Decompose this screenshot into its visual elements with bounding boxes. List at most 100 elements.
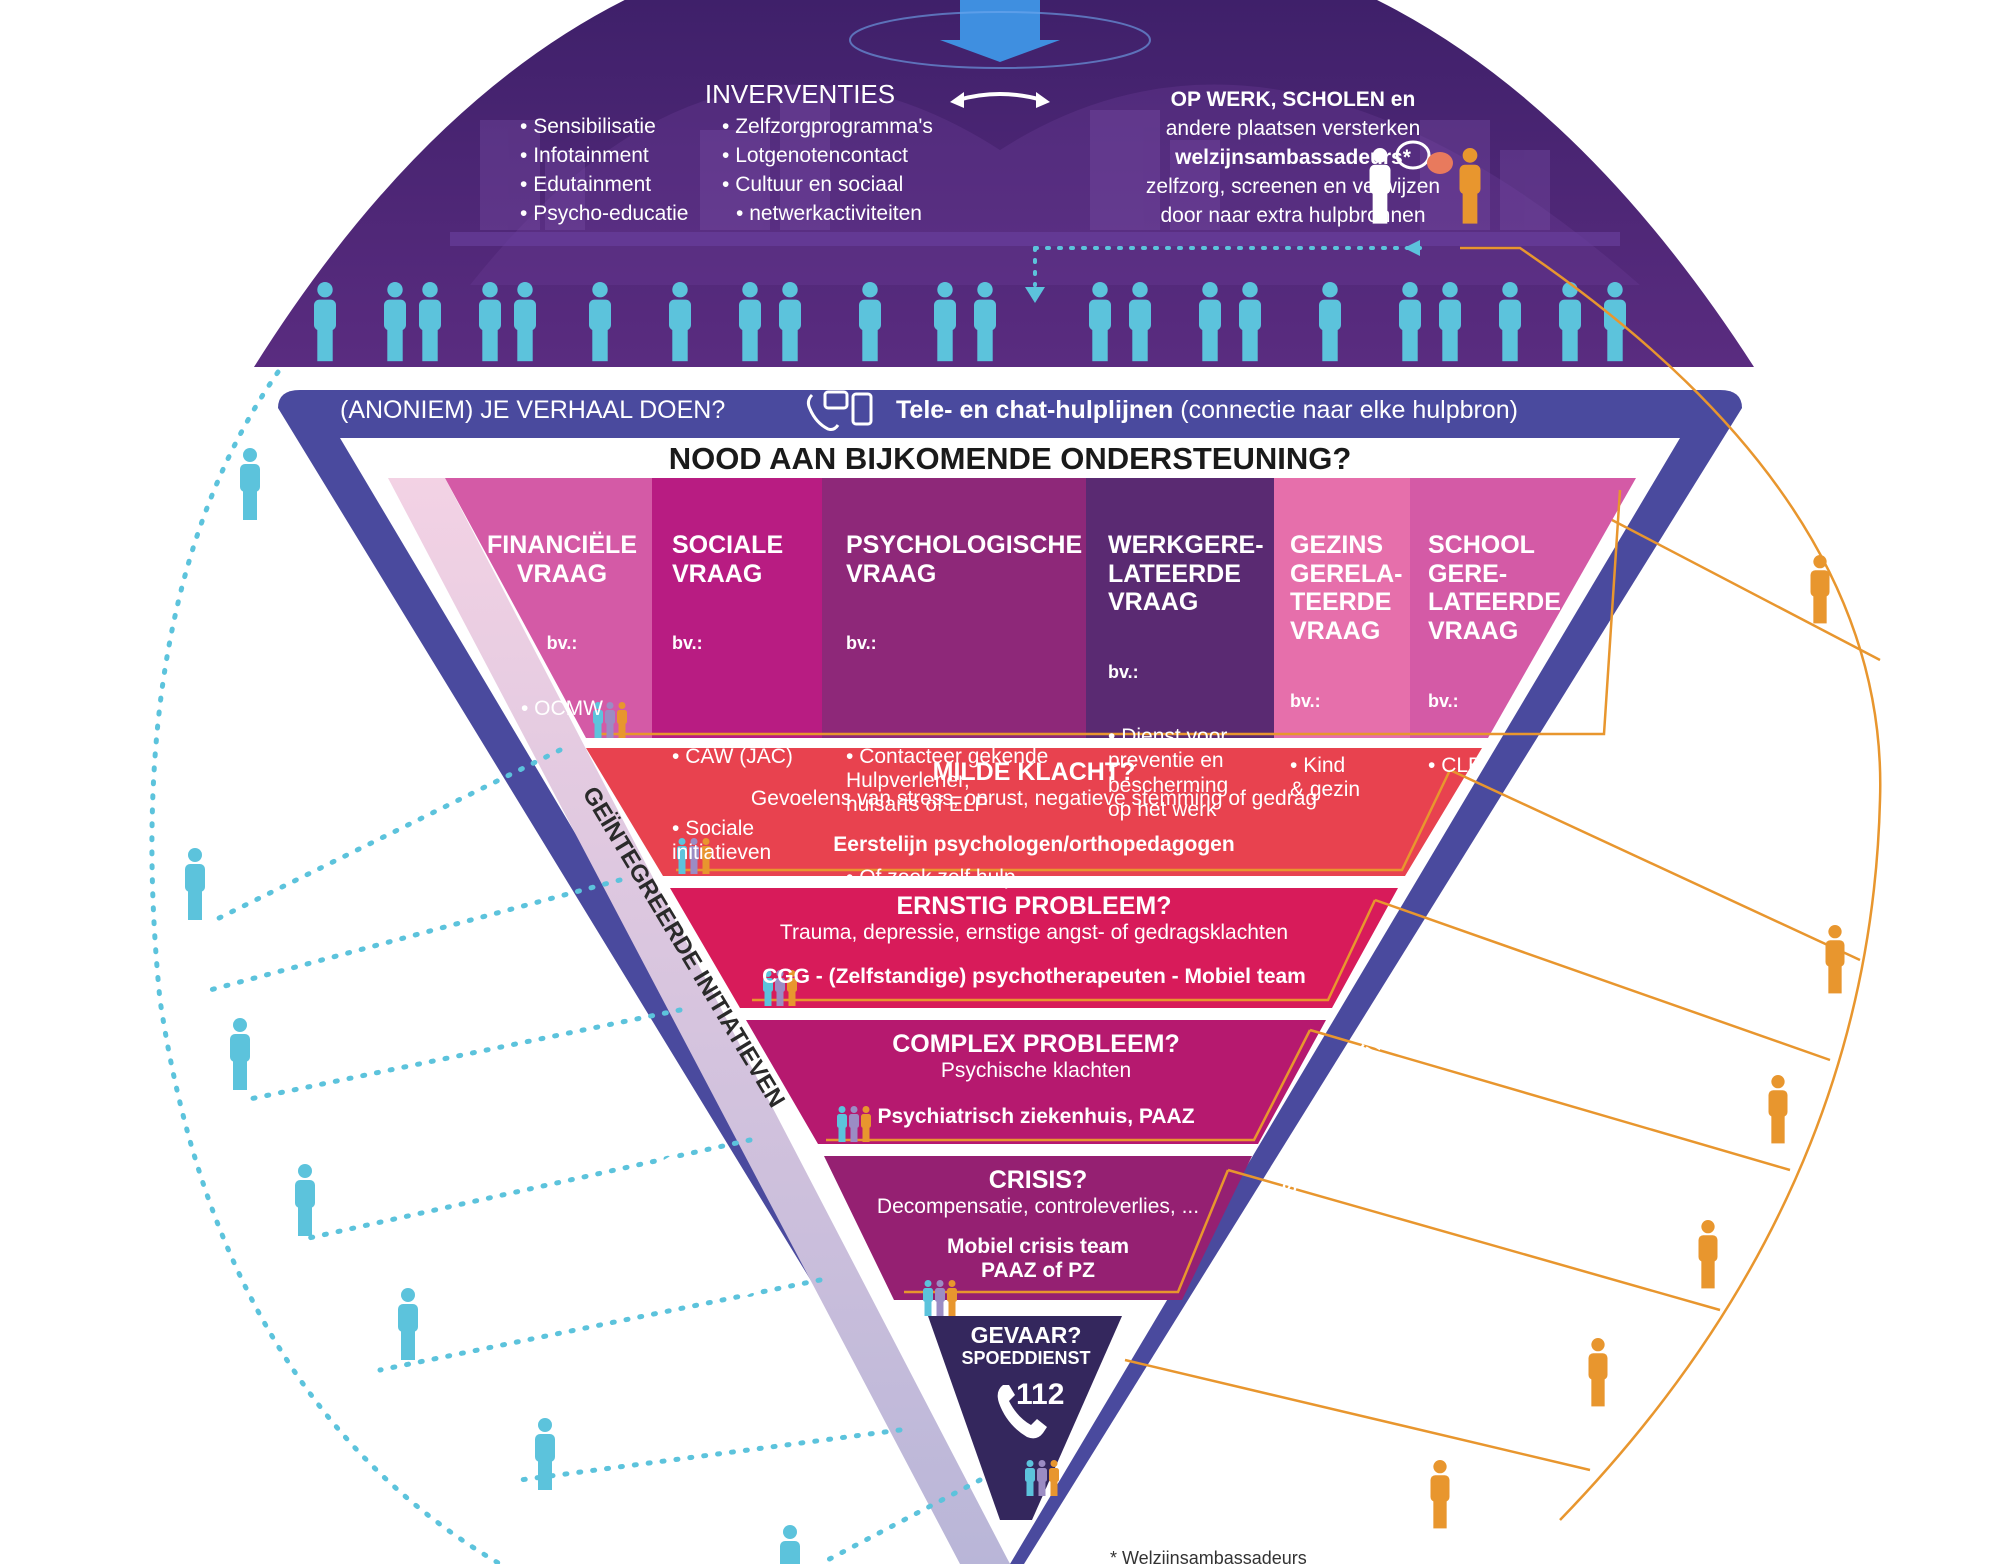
people-row [314,282,1626,362]
person-icon [1825,925,1845,994]
person-icon [934,282,956,362]
col-sociale: SOCIALE VRAAG bv.: CAW (JAC) Sociale ini… [672,494,793,951]
person-icon [1319,282,1341,362]
person-icon [230,1018,250,1090]
tier-gevaar-bg [928,1316,1122,1520]
list-item: OCMW [487,697,637,721]
orange-connector-line [826,1029,1312,1142]
col-financieel: FINANCIËLE VRAAG bv.: OCMW [487,494,637,757]
person-icon [780,1525,800,1564]
interventies-title: INVERVENTIES [704,79,896,109]
col-werk-bg [1086,478,1274,738]
group-person-icon [947,1280,957,1316]
ambassador-figures [1369,148,1481,224]
down-arrow [960,0,1040,40]
col-werk: WERKGERE- LATEERDE VRAAG bv.: Dienst voo… [1108,494,1264,859]
person-icon [514,282,536,362]
blue-dotted-line [377,1277,823,1373]
ambassador-figure [1369,148,1391,224]
person-icon [1199,282,1221,362]
list-item: CAW (JAC) [672,745,793,769]
op-werk-line-5: door naar extra hulpbronnen [1160,204,1426,227]
tier-complex: COMPLEX PROBLEEM? Psychische klachten Ps… [877,1030,1194,1129]
tier-complex-bg [746,1020,1326,1144]
op-werk-text: OP WERK, SCHOLEN en andere plaatsen vers… [1146,85,1440,230]
orange-connector-line [1124,1358,1591,1472]
orange-figures [1430,555,1845,1529]
blue-dotted-line [212,747,563,923]
tier-title: ERNSTIG PROBLEEM? [896,892,1172,920]
blue-dotted-line [242,1007,683,1103]
group-person-icon [787,970,797,1006]
person-icon [398,1288,418,1360]
tier-title: MILDE KLACHT? [932,758,1136,786]
blue-dotted-connectors [149,369,983,1564]
person-icon [1399,282,1421,362]
tier-crisis-bg [824,1156,1252,1300]
orange-connector-line [904,1169,1230,1294]
person-icon [185,848,205,920]
col-title: FINANCIËLE VRAAG [487,530,637,588]
tier-sub: Gevoelens van stress, onrust, negatieve … [750,786,1318,810]
orange-big-arc [1460,246,1882,1521]
col-title: PSYCHOLOGISCHE VRAAG [846,530,1083,588]
tier-sub: Decompensatie, controleverlies, ... [876,1194,1200,1218]
blue-dotted-line [817,1477,983,1564]
interventies-list-2: Zelfzorgprogramma's Lotgenotencontact Cu… [722,112,933,228]
person-icon [1499,282,1521,362]
group-person-icon [935,1280,945,1316]
tier-service: Psychiatrisch ziekenhuis, PAAZ [877,1104,1195,1128]
tier-sub: SPOEDDIENST [961,1348,1091,1369]
group-person-icon [763,970,773,1006]
op-werk-line-4: zelfzorg, screenen en verwijzen [1145,175,1441,198]
col-title: SCHOOL GERE- LATEERDE VRAAG [1428,530,1561,646]
bv-label: bv.: [1290,690,1321,711]
person-icon [240,448,260,520]
person-icon [535,1418,555,1490]
band-right-text: Tele- en chat-hulplijnen (connectie naar… [896,396,1518,425]
tier-gevaar: GEVAAR? SPOEDDIENST [961,1322,1090,1369]
person-icon [1430,1460,1450,1529]
tier-title: GEVAAR? [970,1322,1082,1348]
orange-connector-line [752,899,1377,1002]
person-icon [859,282,881,362]
tier-title: COMPLEX PROBLEEM? [892,1030,1180,1058]
dome-floor-band [450,232,1620,246]
list-item: Kind & gezin [1290,754,1403,802]
person-icon [779,282,801,362]
tier-milde: MILDE KLACHT? Gevoelens van stress, onru… [751,758,1317,857]
list-item: Cultuur en sociaal [722,170,933,199]
group-person-icon [923,1280,933,1316]
tier-ernstig: ERNSTIG PROBLEEM? Trauma, depressie, ern… [762,892,1306,989]
list-item: Dienst voor preventie en bescherming op … [1108,725,1264,822]
list-item: CLB [1428,754,1561,778]
band-right-bold: Tele- en chat-hulplijnen [896,396,1174,424]
col-title: WERKGERE- LATEERDE VRAAG [1108,530,1264,617]
person-icon [1129,282,1151,362]
list-item: Zelfzorgprogramma's [722,112,933,141]
list-item: Infotainment [520,141,688,170]
orange-connector-line [1309,1028,1791,1172]
orange-connector-line [1449,768,1861,962]
group-person-icon [861,1106,871,1142]
footnote: * Welzijnsambassadeurs [1110,1548,1307,1564]
phone-chat-icon [806,390,873,431]
interventies-list-1: Sensibilisatie Infotainment Edutainment … [520,112,688,228]
tier-service: Eerstelijn psychologen/orthopedagogen [833,832,1235,856]
group-person-icon [1037,1460,1047,1496]
orange-connector-line [1374,898,1831,1062]
tier-sub: Trauma, depressie, ernstige angst- of ge… [779,920,1289,944]
list-item: Sensibilisatie [520,112,688,141]
list-item: Psycho-educatie [520,199,688,228]
bv-label: bv.: [1428,690,1459,711]
integrated-strip [388,478,1010,1564]
col-sociale-bg [652,478,822,738]
person-icon [739,282,761,362]
person-icon [669,282,691,362]
col-school: SCHOOL GERE- LATEERDE VRAAG bv.: CLB [1428,494,1561,815]
bv-label: bv.: [546,633,578,654]
double-arrow [957,92,1043,102]
person-icon [1810,555,1830,624]
